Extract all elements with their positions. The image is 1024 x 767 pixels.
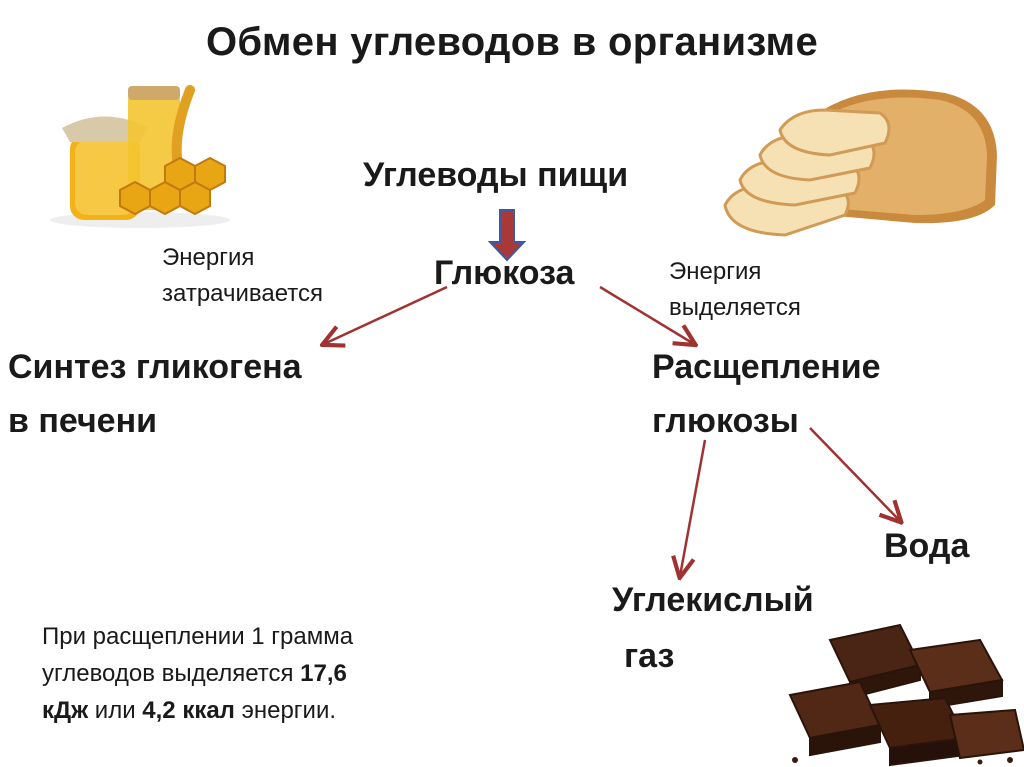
note-line2-text: углеводов выделяется [42, 660, 301, 687]
honey-icon [50, 85, 230, 228]
node-water: Вода [884, 527, 970, 565]
chocolate-icon [788, 623, 1024, 767]
arrow-to-water [809, 427, 900, 521]
page-title: Обмен углеводов в организме [206, 20, 818, 64]
note-line3-or: или [88, 697, 143, 724]
label-energy-released: Энергия выделяется [669, 254, 801, 326]
bread-icon [723, 89, 997, 237]
node-glycogen-synthesis: Синтез гликогена в печени [8, 340, 302, 448]
label-energy-released-line1: Энергия [669, 258, 762, 285]
node-glucose-breakdown-line2: глюкозы [652, 402, 799, 440]
note-line1: При расщеплении 1 грамма [42, 623, 354, 650]
node-glucose-breakdown-line1: Расщепление [652, 348, 881, 386]
node-glucose: Глюкоза [434, 254, 575, 292]
label-energy-released-line2: выделяется [669, 294, 801, 321]
note-value-kj: 17,6 [300, 660, 347, 687]
node-co2-line1: Углекислый [612, 581, 814, 619]
arrow-to-breakdown [599, 285, 694, 344]
label-energy-consumed-line1: Энергия [162, 244, 255, 271]
note-unit-kj: кДж [42, 697, 89, 724]
node-food-carbs: Углеводы пищи [363, 156, 629, 194]
arrow-to-glycogen [324, 285, 448, 344]
note-line3: кДж или 4,2 ккал энергии. [42, 692, 353, 729]
node-co2: Углекислый газ [612, 572, 814, 684]
energy-note: При расщеплении 1 грамма углеводов выдел… [42, 618, 353, 729]
node-co2-line2: газ [624, 637, 675, 675]
label-energy-consumed-line2: затрачивается [162, 280, 323, 307]
node-glycogen-synthesis-line1: Синтез гликогена [8, 348, 302, 386]
down-arrow [487, 209, 527, 262]
note-line2: углеводов выделяется 17,6 [42, 655, 353, 692]
note-line3-end: энергии. [234, 697, 337, 724]
note-value-kcal: 4,2 ккал [142, 697, 235, 724]
label-energy-consumed: Энергия затрачивается [162, 240, 323, 312]
node-glucose-breakdown: Расщепление глюкозы [652, 340, 881, 448]
node-glycogen-synthesis-line2: в печени [8, 402, 158, 440]
arrow-to-co2 [680, 439, 707, 576]
